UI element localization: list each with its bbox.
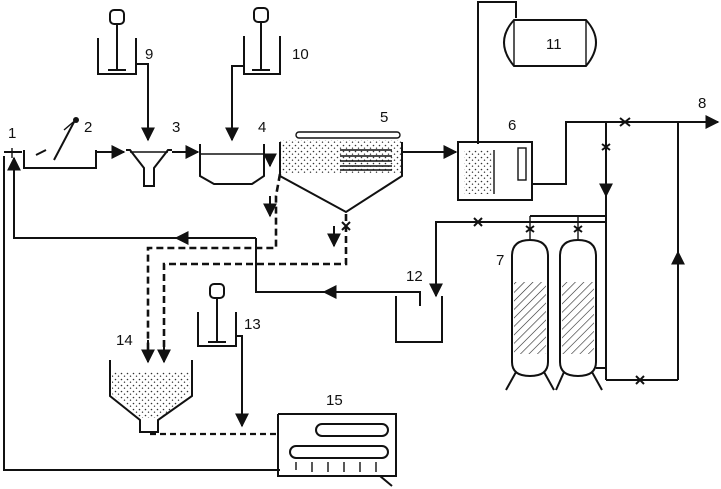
reaction-tank-4: 4: [199, 119, 266, 185]
label-12: 12: [406, 268, 423, 285]
label-5: 5: [380, 109, 388, 126]
dosing-line-9: [136, 63, 155, 142]
collection-tank-12: 12: [395, 268, 443, 343]
label-15: 15: [326, 392, 343, 409]
valve-top: [619, 117, 631, 127]
storage-tank-11: 11: [477, 1, 597, 144]
dosing-tank-9: 9: [97, 9, 153, 75]
label-9: 9: [145, 46, 153, 63]
label-2: 2: [84, 119, 92, 136]
filter-unit-6: 6: [457, 117, 533, 201]
ion-exchange-columns-7: 7: [496, 215, 606, 391]
flow-4-5: [263, 153, 277, 168]
dosing-tank-13: 13: [197, 283, 261, 347]
label-8: 8: [698, 95, 706, 112]
return-from-15: [3, 156, 280, 471]
belt-press-15: 15: [277, 392, 397, 487]
valve-bottom: [635, 375, 645, 385]
sludge-line-a: [146, 173, 282, 358]
dosing-line-13: [235, 335, 249, 428]
inlet-1: 1: [4, 125, 22, 158]
label-14: 14: [116, 332, 133, 349]
dosing-tank-10: 10: [243, 7, 309, 75]
label-1: 1: [8, 125, 16, 142]
valve-bypass: [601, 143, 611, 151]
label-3: 3: [172, 119, 180, 136]
label-13: 13: [244, 316, 261, 333]
label-11: 11: [546, 36, 562, 53]
line-12-return: [255, 238, 421, 306]
mixer-tank-3: 3: [126, 119, 180, 187]
label-7: 7: [496, 252, 504, 269]
dosing-line-10: [225, 65, 244, 142]
valve-regen: [473, 217, 483, 227]
label-4: 4: [258, 119, 266, 136]
return-to-inlet: [6, 156, 256, 239]
thickener-14: 14: [109, 332, 193, 433]
screen-channel-2: 2: [23, 117, 97, 169]
label-6: 6: [508, 117, 516, 134]
sludge-line-b: [162, 214, 348, 358]
label-10: 10: [292, 46, 309, 63]
flow-7-12: [429, 221, 606, 298]
flow-6-8: [532, 115, 720, 185]
clarifier-5: 5: [279, 109, 403, 214]
valve-sludge: [341, 221, 351, 231]
